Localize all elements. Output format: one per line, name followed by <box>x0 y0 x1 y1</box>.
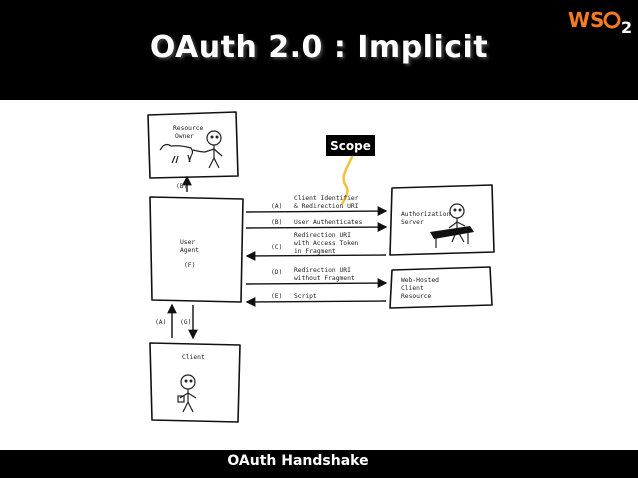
arrow-flow-b <box>245 222 388 232</box>
diagram-panel <box>0 100 638 450</box>
arrow-flow-d <box>245 278 388 288</box>
flow-d-text-2: without Fragment <box>294 275 355 282</box>
user-agent-step-f: (F) <box>184 262 195 269</box>
flow-d-step: (D) <box>271 269 282 276</box>
flow-e-text-1: Script <box>294 293 317 300</box>
label-b-vertical: (B) <box>176 183 187 190</box>
flow-c-step: (C) <box>271 244 282 251</box>
flow-a-text-2: & Redirection URI <box>294 203 359 210</box>
flow-e: (E) Script <box>245 293 387 307</box>
logo-subscript: 2 <box>621 18 632 37</box>
flow-c-text-2: with Access Token <box>294 240 359 247</box>
auth-server-label-2: Server <box>401 219 424 226</box>
user-agent-label-2: Agent <box>180 247 199 254</box>
flow-d: (D) Redirection URI without Fragment <box>245 267 388 288</box>
arrow-flow-c <box>245 251 387 261</box>
wso2-logo: WS 2 <box>568 8 632 37</box>
user-agent-box: User Agent (F) <box>149 196 244 303</box>
flow-a-text-1: Client Identifier <box>294 195 359 202</box>
client-label: Client <box>182 354 205 361</box>
flow-b-step: (B) <box>271 219 282 226</box>
slide-header: OAuth 2.0 : Implicit WS 2 <box>0 0 638 100</box>
label-a-vertical: (A) <box>155 319 166 326</box>
auth-server-person-icon <box>430 203 474 248</box>
flow-c: (C) Redirection URI with Access Token in… <box>245 232 387 261</box>
label-g-vertical: (G) <box>180 319 191 326</box>
flow-a: (A) Client Identifier & Redirection URI <box>245 195 388 216</box>
dog-icon <box>159 143 194 164</box>
resource-owner-label-2: Owner <box>175 133 194 140</box>
arrow-flow-e <box>245 297 387 307</box>
scope-label: Scope <box>330 139 371 153</box>
scope-pointer <box>340 155 354 206</box>
flow-b: (B) User Authenticates <box>245 219 388 232</box>
auth-server-label-1: Authorization <box>401 211 450 218</box>
resource-owner-box: Resource Owner <box>147 111 239 179</box>
web-hosted-label-2: Client <box>401 285 424 292</box>
flow-c-text-3: in Fragment <box>294 248 336 255</box>
leash <box>192 149 206 153</box>
slide-title: OAuth 2.0 : Implicit <box>149 30 489 65</box>
client-box: Client <box>149 342 241 423</box>
resource-owner-label-1: Resource <box>173 125 204 132</box>
flow-a-step: (A) <box>271 203 282 210</box>
flow-c-text-1: Redirection URI <box>294 232 351 239</box>
arrow-flow-a <box>245 206 388 216</box>
flow-b-text-1: User Authenticates <box>294 219 362 226</box>
web-hosted-label-1: Web-Hosted <box>401 277 439 284</box>
web-hosted-resource-box: Web-Hosted Client Resource <box>389 266 493 309</box>
web-hosted-label-3: Resource <box>401 293 432 300</box>
client-person-icon <box>177 374 197 413</box>
authorization-server-box: Authorization Server <box>389 184 495 256</box>
flow-d-text-1: Redirection URI <box>294 267 351 274</box>
stick-person-icon <box>204 130 223 169</box>
slide-footer: OAuth Handshake <box>0 450 638 478</box>
desk-icon <box>430 226 474 239</box>
user-agent-label-1: User <box>180 239 195 246</box>
logo-text: WS <box>568 8 604 32</box>
logo-o-icon <box>603 11 621 29</box>
flow-e-step: (E) <box>271 293 282 300</box>
scope-callout: Scope <box>326 135 375 206</box>
footer-text: OAuth Handshake <box>227 453 369 469</box>
